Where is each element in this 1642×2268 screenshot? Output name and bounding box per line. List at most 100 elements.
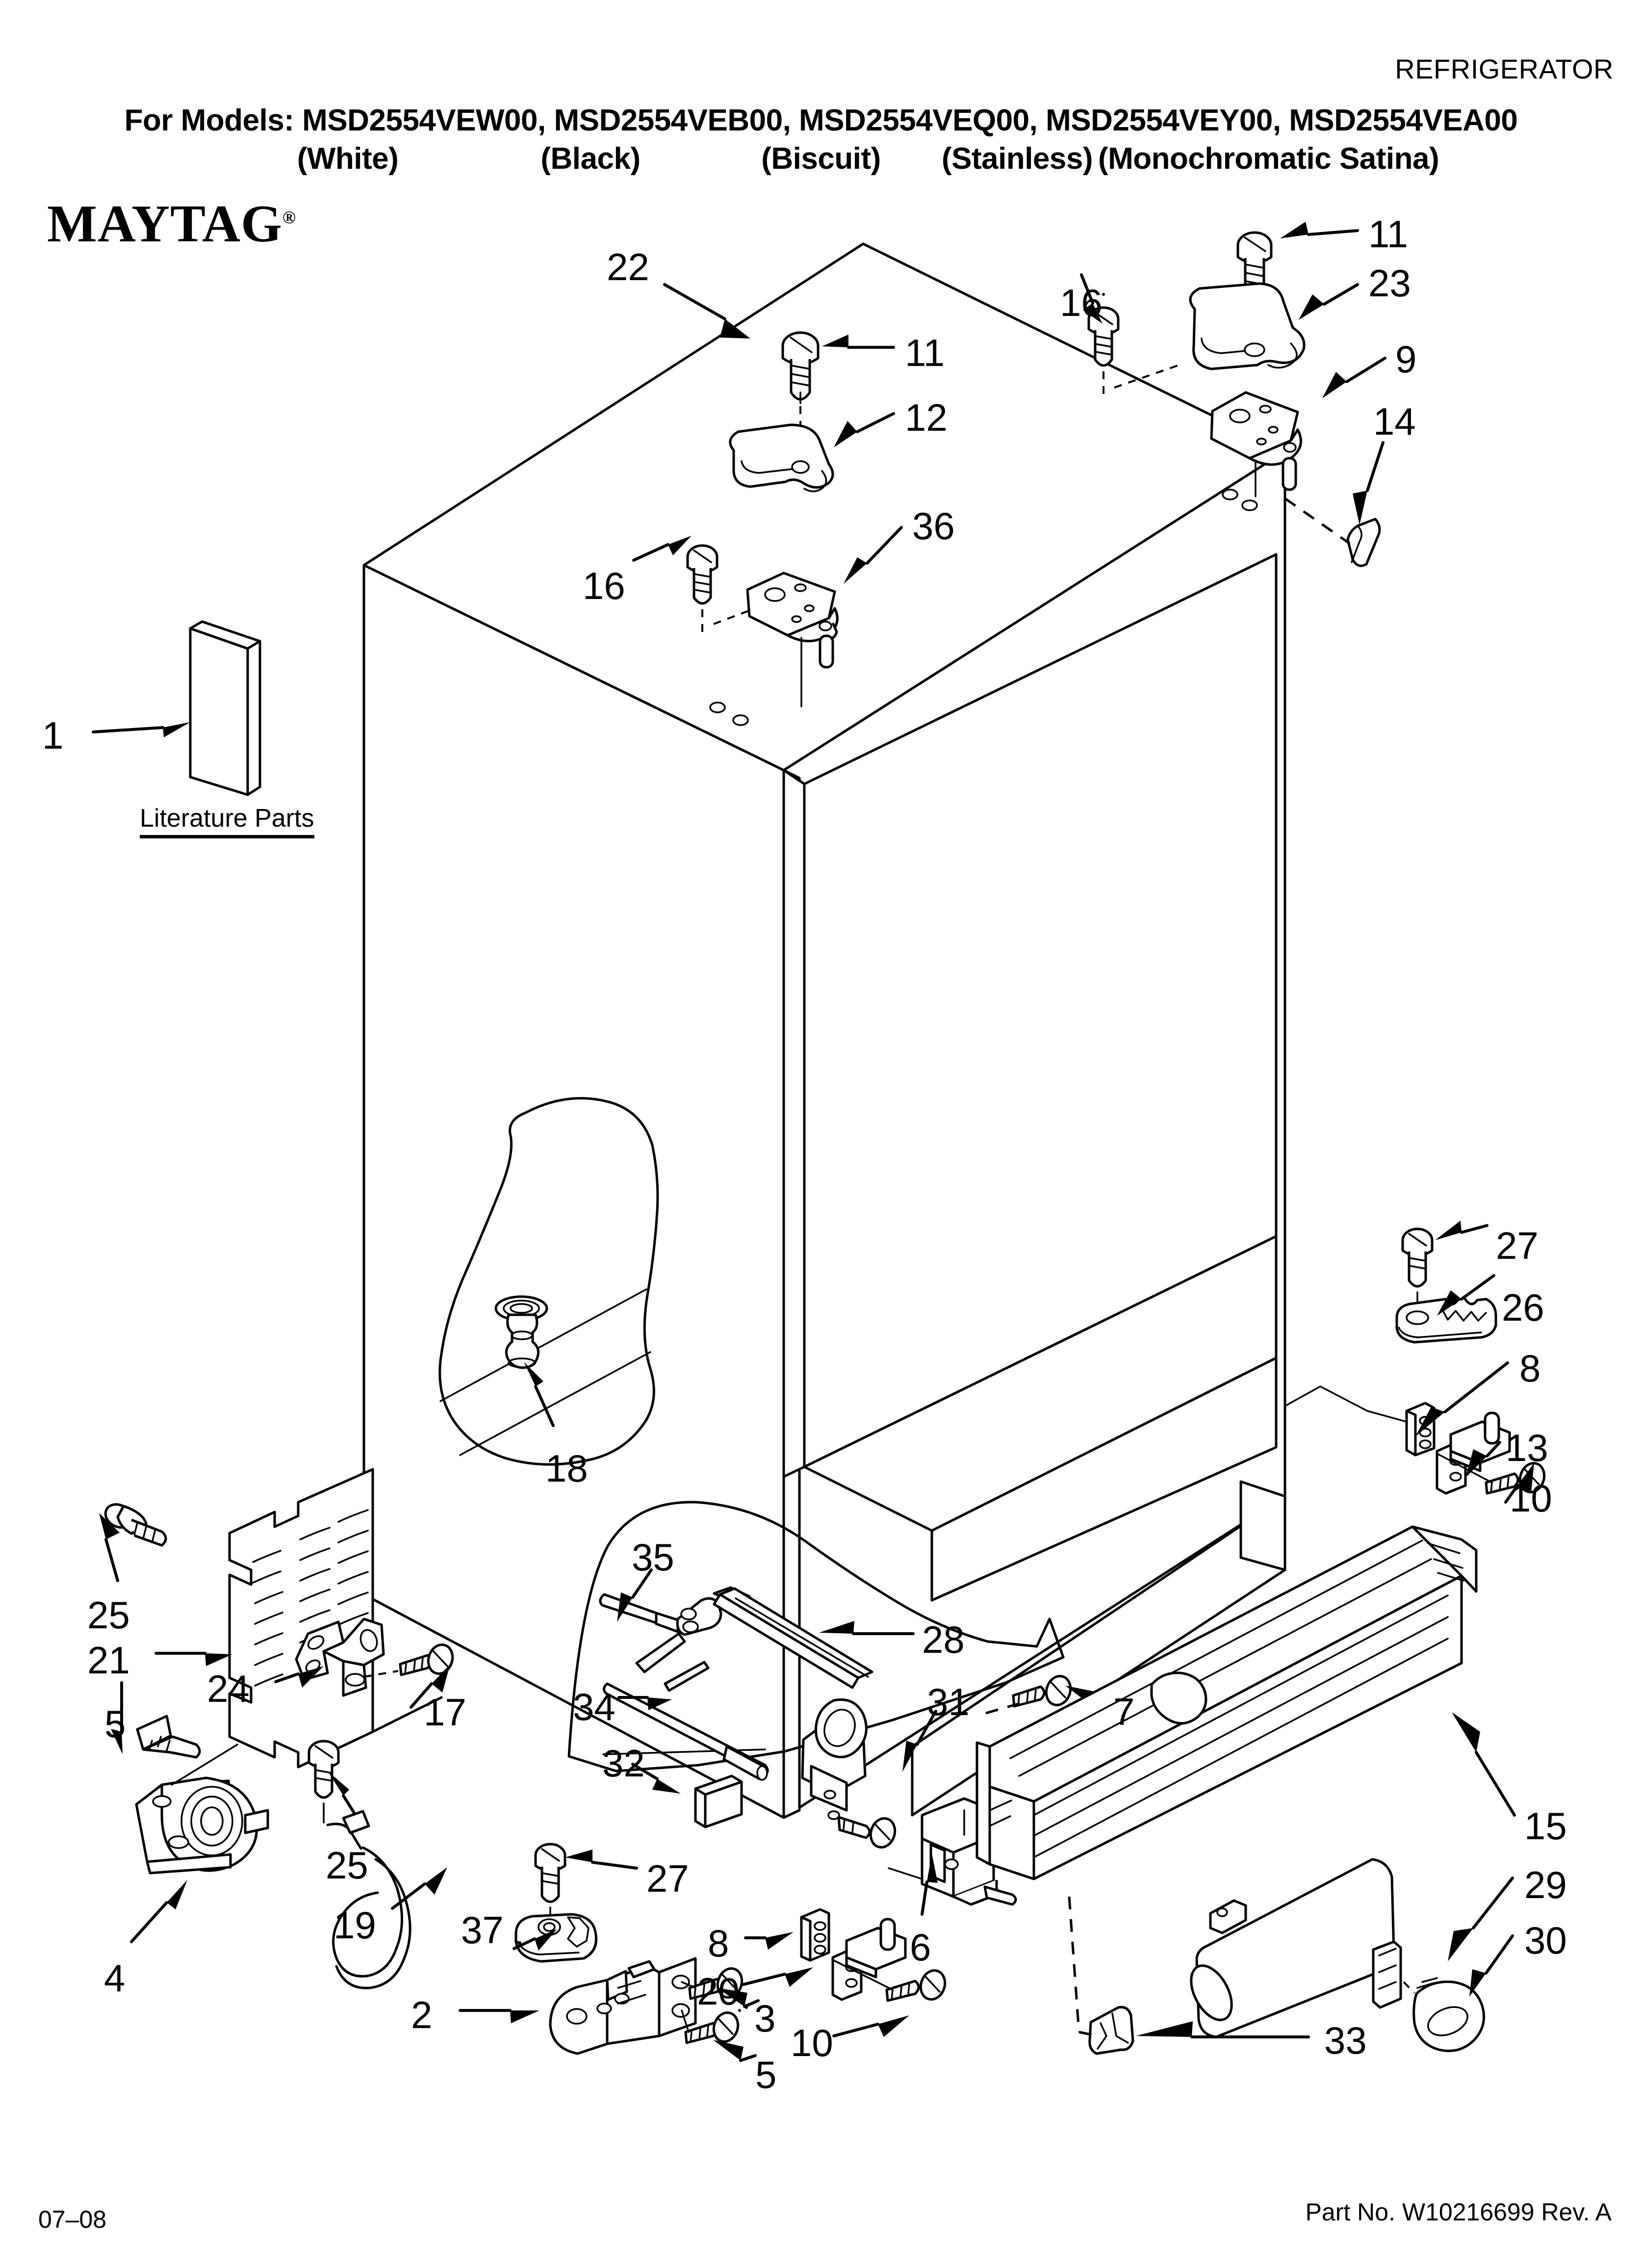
leader-12	[834, 412, 895, 447]
leader-24	[274, 1666, 324, 1688]
screw-5-hinge	[684, 2011, 740, 2044]
leader-11-right	[1280, 222, 1359, 238]
callout-34[interactable]: 34	[573, 1685, 616, 1728]
callout-24[interactable]: 24	[207, 1667, 250, 1710]
leader-30	[1469, 1934, 1514, 1997]
top-hinge-9	[1210, 391, 1302, 491]
screw-10-left	[885, 1969, 947, 2002]
callout-25-water[interactable]: 25	[326, 1844, 368, 1887]
callout-15[interactable]: 15	[1524, 1804, 1567, 1848]
callout-9[interactable]: 9	[1395, 338, 1417, 381]
tube-bracket-strip2	[664, 1661, 710, 1692]
leader-31	[902, 1710, 937, 1772]
screw-27-right	[1401, 1227, 1434, 1288]
callout-28[interactable]: 28	[922, 1618, 965, 1661]
callout-4[interactable]: 4	[104, 1956, 126, 2000]
color-biscuit: (Biscuit)	[761, 142, 881, 176]
leader-13	[1465, 1441, 1501, 1478]
callout-36[interactable]: 36	[912, 504, 955, 547]
color-satina: (Monochromatic Satina)	[1098, 142, 1439, 176]
bottom-hinge-bracket-20	[831, 1918, 907, 2001]
screw-3	[688, 1967, 744, 2000]
leader-9	[1322, 357, 1386, 398]
leader-1	[92, 722, 190, 737]
leader-27-right	[1435, 1221, 1488, 1240]
callout-30[interactable]: 30	[1524, 1919, 1567, 1962]
callout-11-right[interactable]: 11	[1368, 212, 1408, 256]
callout-33[interactable]: 33	[1324, 2019, 1367, 2062]
center-hinge-bracket-36	[746, 572, 839, 669]
leader-35	[617, 1568, 653, 1622]
water-filter-29	[1190, 1858, 1402, 2038]
screw-16-center	[686, 544, 718, 605]
callout-11-left[interactable]: 11	[905, 331, 945, 374]
hinge-cover-23	[1189, 282, 1306, 370]
screw-27-retainer	[534, 1843, 566, 1903]
leader-27-retainer	[565, 1850, 638, 1870]
callout-1[interactable]: 1	[42, 714, 64, 757]
filter-cap-30	[1412, 1977, 1486, 2052]
leader-15	[1452, 1712, 1516, 1817]
callout-20[interactable]: 20	[697, 1970, 740, 2013]
callout-16-right[interactable]: 16	[1060, 281, 1103, 324]
leader-3-arrow	[717, 1988, 760, 2008]
callout-17[interactable]: 17	[424, 1691, 466, 1734]
callout-13[interactable]: 13	[1506, 1426, 1548, 1469]
leveling-ramp-26	[1395, 1297, 1497, 1344]
leader-23	[1299, 283, 1359, 320]
callout-21[interactable]: 21	[87, 1639, 130, 1682]
callout-37[interactable]: 37	[461, 1908, 504, 1952]
callout-8-right[interactable]: 8	[1519, 1347, 1541, 1390]
leader-16-right	[1080, 273, 1105, 324]
foam-block-32	[694, 1774, 743, 1828]
callout-8-left[interactable]: 8	[708, 1922, 729, 1965]
callout-22[interactable]: 22	[607, 245, 649, 288]
leader-18	[524, 1362, 555, 1427]
hinge-cover-12	[729, 423, 834, 493]
leader-28	[819, 1621, 915, 1635]
leader-11-left	[822, 335, 895, 349]
callout-7[interactable]: 7	[1113, 1690, 1135, 1733]
tube-clip-31	[801, 1698, 897, 1849]
callout-2[interactable]: 2	[411, 1993, 433, 2036]
screw-17	[399, 1643, 454, 1676]
callout-26[interactable]: 26	[1502, 1286, 1544, 1329]
bottom-hinge-left-2	[549, 1957, 697, 2055]
callout-12[interactable]: 12	[905, 396, 948, 439]
callout-6[interactable]: 6	[910, 1926, 931, 1969]
leader-17	[410, 1664, 450, 1709]
hinge-bushing-14	[1346, 518, 1381, 567]
leader-14	[1353, 441, 1385, 525]
callout-18[interactable]: 18	[545, 1447, 588, 1490]
leader-10-left	[832, 2015, 909, 2037]
water-tube-long-34	[603, 1682, 769, 1781]
callout-27-right[interactable]: 27	[1496, 1224, 1539, 1267]
callout-32[interactable]: 32	[602, 1742, 645, 1785]
callout-25-louver[interactable]: 25	[87, 1593, 130, 1637]
callout-19[interactable]: 19	[334, 1903, 376, 1947]
callout-29[interactable]: 29	[1524, 1863, 1567, 1906]
leader-20	[740, 1967, 813, 1987]
screw-11-left	[781, 331, 820, 404]
screw-7	[1012, 1675, 1072, 1708]
leader-8-right	[1415, 1361, 1509, 1436]
literature-manual-shape	[189, 620, 261, 796]
callout-23[interactable]: 23	[1368, 261, 1411, 305]
callout-31[interactable]: 31	[927, 1680, 970, 1723]
callout-10-left[interactable]: 10	[791, 2021, 833, 2064]
callout-3[interactable]: 3	[754, 1997, 776, 2040]
leader-36	[844, 526, 903, 584]
callout-10-right[interactable]: 10	[1510, 1477, 1552, 1520]
callout-5-roller[interactable]: 5	[104, 1702, 126, 1746]
callout-35[interactable]: 35	[632, 1536, 674, 1579]
callout-16-center[interactable]: 16	[583, 564, 625, 607]
filter-clip-33	[1088, 2006, 1134, 2055]
callout-14[interactable]: 14	[1373, 400, 1416, 443]
screw-25-louver	[104, 1503, 167, 1547]
drain-grommet-18	[494, 1295, 548, 1369]
callout-27-retainer[interactable]: 27	[646, 1857, 689, 1900]
callout-5-hinge[interactable]: 5	[755, 2053, 777, 2096]
category-title: REFRIGERATOR	[1395, 53, 1614, 84]
